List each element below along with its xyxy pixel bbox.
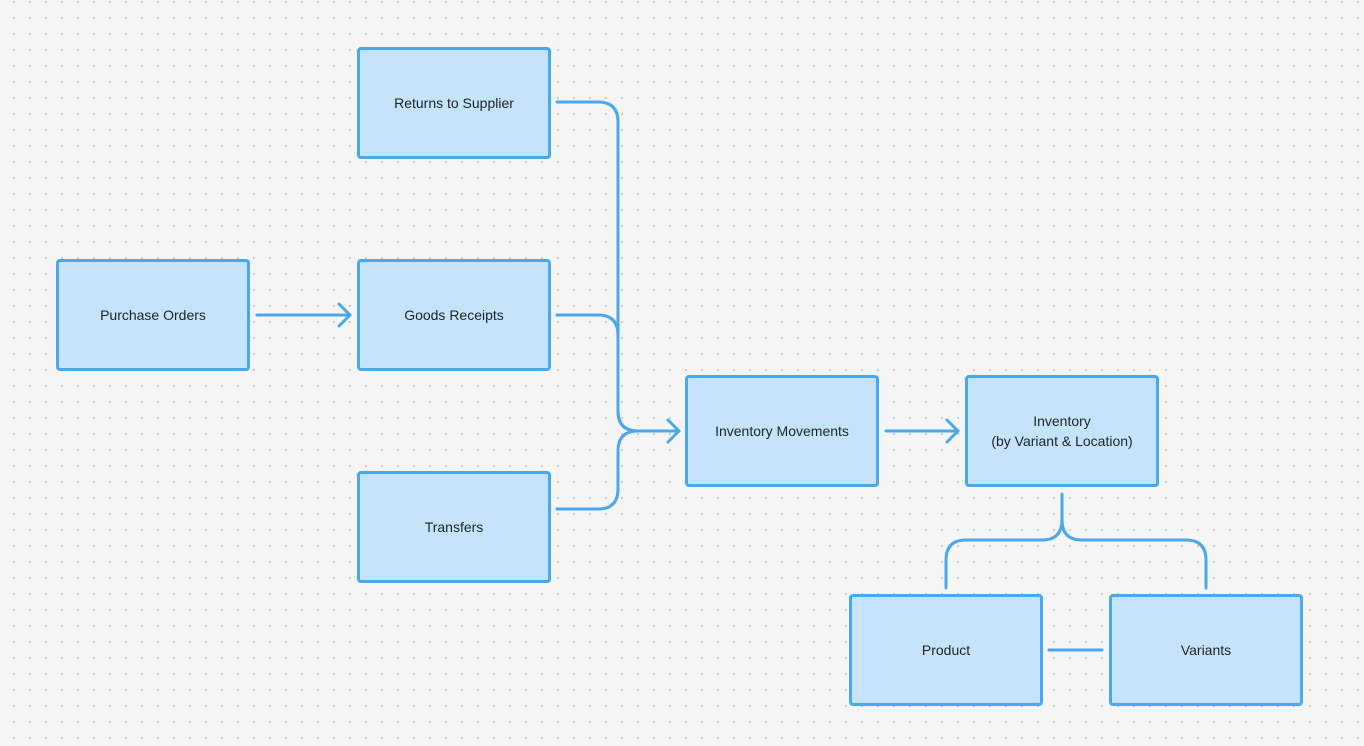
node-label: Product (921, 642, 971, 658)
node-label-group: Inventory (by Variant & Location) (991, 411, 1132, 451)
node-label: Purchase Orders (100, 307, 206, 323)
node-label: Inventory Movements (715, 423, 849, 439)
edge-transfers-to-movements (555, 429, 640, 511)
node-purchase-orders[interactable]: Purchase Orders (56, 259, 250, 371)
node-label-line1: Inventory (1033, 413, 1091, 429)
edge-inventory-to-product (944, 492, 1064, 590)
node-inventory[interactable]: Inventory (by Variant & Location) (965, 375, 1159, 487)
node-label: Goods Receipts (404, 307, 504, 323)
arrowhead-inventory (945, 418, 960, 444)
node-label: Returns to Supplier (394, 95, 514, 111)
node-goods-receipts[interactable]: Goods Receipts (357, 259, 551, 371)
node-variants[interactable]: Variants (1109, 594, 1303, 706)
node-transfers[interactable]: Transfers (357, 471, 551, 583)
node-returns-to-supplier[interactable]: Returns to Supplier (357, 47, 551, 159)
node-label-line2: (by Variant & Location) (991, 433, 1133, 449)
node-inventory-movements[interactable]: Inventory Movements (685, 375, 879, 487)
edge-inventory-to-variants (1060, 518, 1208, 590)
node-product[interactable]: Product (849, 594, 1043, 706)
arrowhead-inventory-movements (666, 418, 681, 444)
arrowhead-goods-receipts (337, 302, 352, 328)
node-label: Transfers (424, 519, 484, 535)
node-label: Variants (1180, 642, 1232, 658)
edge-goods-receipts-to-movements (555, 313, 640, 433)
